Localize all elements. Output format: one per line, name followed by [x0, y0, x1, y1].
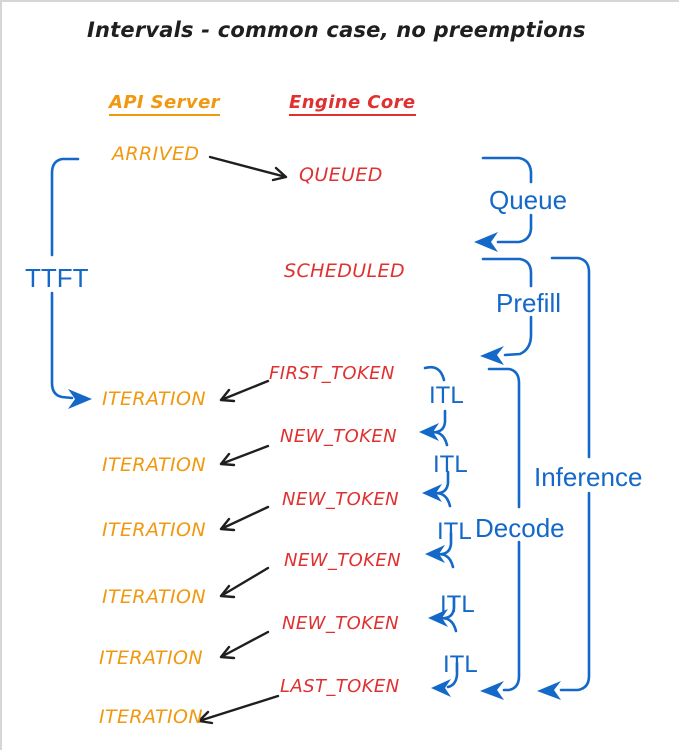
prefill-bracket — [480, 257, 533, 365]
interval-label-itl-1: ITL — [429, 382, 464, 409]
arrow-newtoken3-to-iteration — [219, 566, 270, 599]
arrow-firsttoken-to-iteration — [219, 379, 270, 403]
interval-label-itl-3: ITL — [437, 518, 472, 545]
event-iteration-6: ITERATION — [99, 706, 204, 728]
interval-label-inference: Inference — [534, 462, 643, 492]
event-last-token: LAST_TOKEN — [280, 676, 400, 697]
interval-label-itl-2: ITL — [433, 451, 468, 478]
diagram-title: Intervals - common case, no preemptions — [87, 18, 586, 42]
event-iteration-1: ITERATION — [102, 388, 207, 410]
event-iteration-4: ITERATION — [102, 586, 207, 608]
arrow-arrived-to-queued — [208, 155, 288, 182]
column-header-engine-core: Engine Core — [289, 92, 416, 116]
event-new-token-2: NEW_TOKEN — [282, 489, 400, 510]
event-iteration-5: ITERATION — [99, 647, 204, 669]
ttft-bracket — [50, 157, 92, 409]
inference-bracket — [537, 256, 591, 700]
arrow-newtoken1-to-iteration — [219, 444, 270, 467]
event-queued: QUEUED — [299, 164, 383, 186]
arrow-lasttoken-to-iteration — [197, 694, 280, 725]
event-new-token-4: NEW_TOKEN — [282, 613, 400, 634]
event-iteration-2: ITERATION — [102, 454, 207, 476]
event-first-token: FIRST_TOKEN — [269, 363, 395, 384]
event-scheduled: SCHEDULED — [284, 260, 405, 282]
event-arrived: ARRIVED — [112, 143, 200, 165]
interval-label-prefill: Prefill — [496, 288, 562, 318]
queue-bracket — [474, 156, 533, 252]
decode-arrowhead-left — [480, 681, 504, 700]
event-new-token-1: NEW_TOKEN — [280, 426, 398, 447]
interval-label-itl-5: ITL — [443, 651, 478, 678]
arrow-newtoken2-to-iteration — [219, 505, 270, 532]
itl-arrowhead-left — [431, 679, 451, 697]
queue-arrowhead-left — [474, 232, 498, 252]
interval-label-itl-4: ITL — [440, 591, 475, 618]
arrow-newtoken4-to-iteration — [219, 630, 270, 660]
decode-bracket — [480, 367, 521, 700]
itl-bracket-5 — [431, 616, 459, 697]
interval-label-ttft: TTFT — [25, 263, 89, 293]
inference-arrowhead-left — [537, 681, 561, 700]
interval-label-queue: Queue — [489, 185, 568, 215]
event-iteration-3: ITERATION — [102, 519, 207, 541]
interval-label-decode: Decode — [475, 513, 565, 543]
column-header-api-server: API Server — [109, 92, 220, 116]
ttft-arrowhead-right — [68, 389, 92, 409]
event-new-token-3: NEW_TOKEN — [284, 550, 402, 571]
prefill-arrowhead-left — [480, 346, 504, 365]
